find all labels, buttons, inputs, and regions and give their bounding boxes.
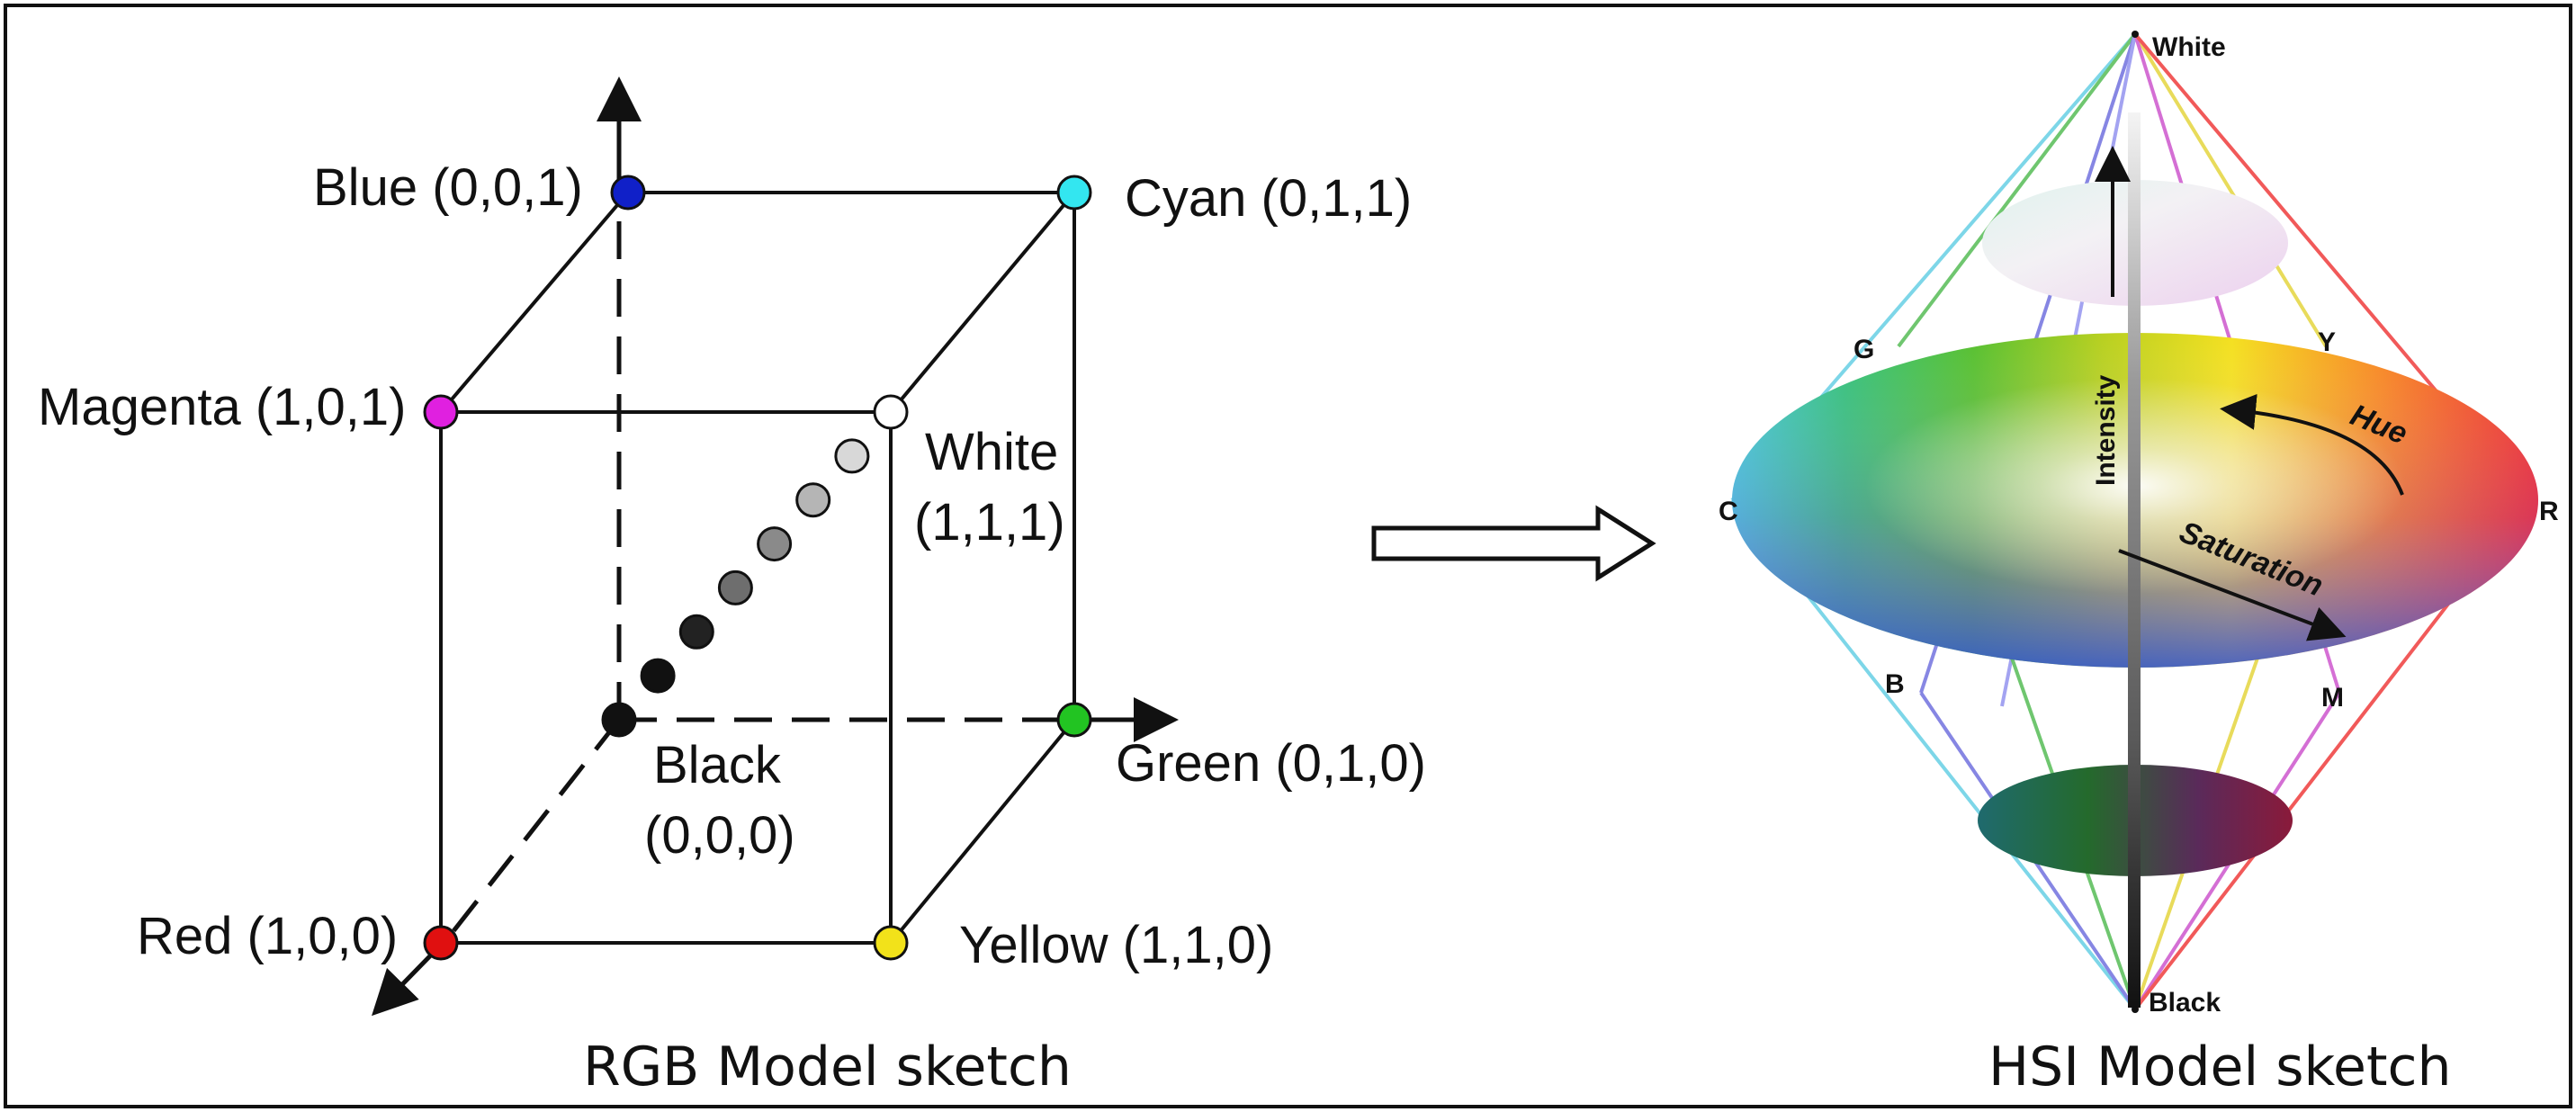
gray-diagonal-dot: [678, 614, 714, 650]
magenta-vertex: [423, 394, 459, 430]
rgb-cube-diagram: Blue (0,0,1) Cyan (0,1,1) Magenta (1,0,1…: [38, 76, 1426, 1099]
hsi-black-apex: [2132, 1006, 2139, 1013]
black-coords-label: (0,0,0): [644, 806, 795, 865]
gray-diagonal-dot: [640, 658, 676, 694]
hue-letter-m: M: [2321, 683, 2344, 713]
intensity-label: Intensity: [2091, 374, 2121, 486]
hsi-black-label: Black: [2149, 988, 2221, 1018]
gray-diagonal-dot: [834, 438, 870, 474]
edge-blue-magenta: [439, 191, 630, 414]
green-label: Green (0,1,0): [1116, 734, 1426, 793]
edge-cyan-white: [889, 191, 1076, 414]
hue-letter-c: C: [1719, 497, 1738, 526]
red-label: Red (1,0,0): [137, 907, 398, 965]
hue-letter-b: B: [1885, 669, 1905, 699]
rgb-caption: RGB Model sketch: [583, 1036, 1072, 1099]
gray-diagonal-dot: [717, 569, 753, 605]
hue-letter-g: G: [1853, 335, 1874, 364]
cyan-vertex: [1056, 175, 1092, 211]
black-label: Black: [653, 736, 782, 794]
white-vertex: [873, 394, 909, 430]
red-vertex: [423, 925, 459, 961]
hsi-model-diagram: White Black G Y C R B M Intensity Hue Sa…: [1719, 31, 2559, 1099]
hue-arrow: [2220, 393, 2404, 496]
hsi-white-apex: [2132, 31, 2139, 38]
hue-letter-r: R: [2539, 497, 2559, 526]
white-coords-label: (1,1,1): [914, 493, 1065, 552]
figure-border: [4, 4, 2572, 1108]
intensity-axis: [2128, 112, 2141, 1008]
magenta-label: Magenta (1,0,1): [38, 378, 406, 436]
cyan-label: Cyan (0,1,1): [1125, 169, 1412, 228]
gray-diagonal-dot: [795, 482, 831, 518]
hidden-edge-black-red: [448, 718, 621, 937]
black-vertex: [601, 702, 637, 738]
white-label: White: [925, 423, 1058, 481]
yellow-label: Yellow (1,1,0): [959, 916, 1273, 974]
edge-green-yellow: [889, 718, 1076, 945]
blue-label: Blue (0,0,1): [313, 158, 583, 217]
gray-diagonal: [601, 394, 909, 738]
hsi-white-label: White: [2152, 32, 2226, 62]
yellow-vertex: [873, 925, 909, 961]
blue-vertex: [610, 175, 646, 211]
hue-letter-y: Y: [2318, 327, 2336, 357]
saturation-arrow: [2118, 549, 2347, 641]
hsi-caption: HSI Model sketch: [1988, 1036, 2452, 1099]
green-vertex: [1056, 702, 1092, 738]
hollow-right-arrow-icon: [1371, 505, 1656, 582]
gray-diagonal-dot: [757, 526, 793, 562]
